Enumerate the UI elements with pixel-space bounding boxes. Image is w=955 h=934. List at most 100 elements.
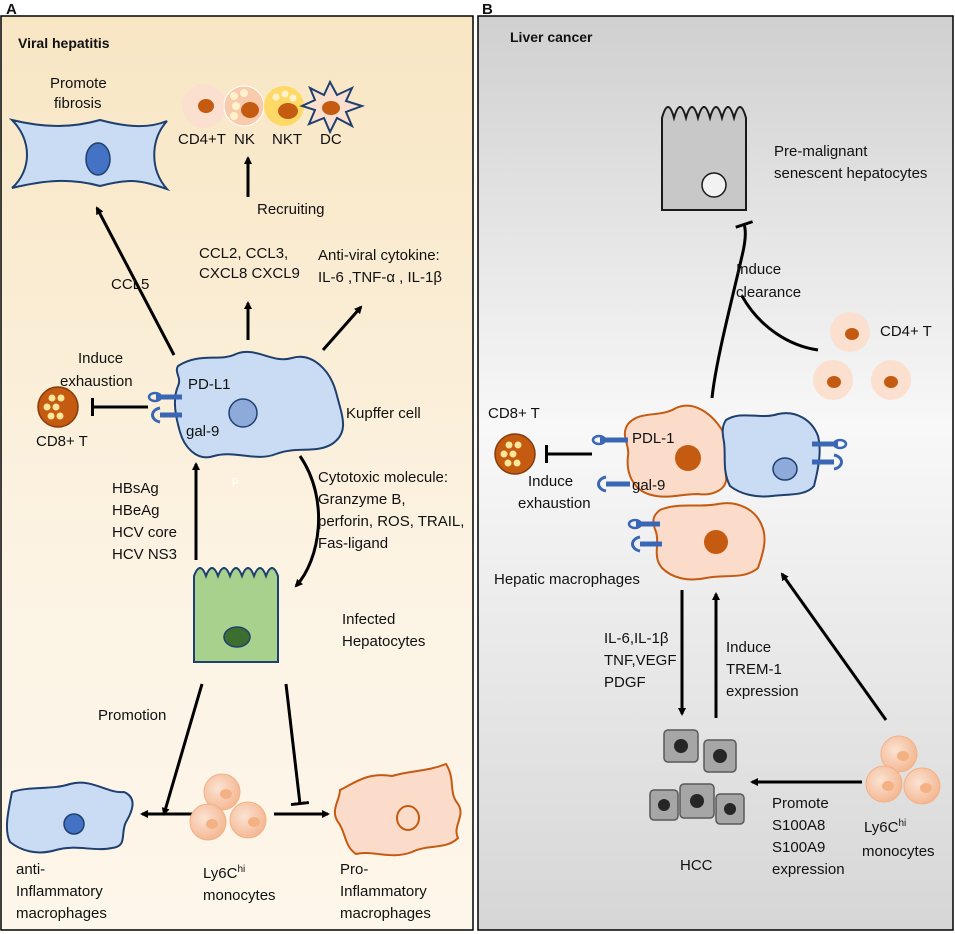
trem-label-1: Induce	[726, 639, 771, 656]
pdl1-receptor-icon	[147, 391, 182, 403]
panel-b: B Liver cancer Pre-malignant senescent h…	[477, 1, 954, 931]
promote-label-2: S100A8	[772, 817, 825, 834]
panel-a-letter: A	[6, 1, 17, 18]
antiviral-label-2: IL-6 ,TNF-α , IL-1β	[318, 269, 442, 286]
recruiting-label: Recruiting	[257, 201, 325, 218]
hcc-cells	[649, 729, 745, 825]
anti-mac-label-1: anti-	[16, 861, 45, 878]
pro-mac-label-1: Pro-	[340, 861, 368, 878]
ly6c-label-a: Ly6Chi	[203, 864, 245, 882]
induce-exhaustion-a-2: exhaustion	[60, 373, 133, 390]
cd4-t-cells-b	[813, 312, 911, 400]
chemokines-label-2: CXCL8 CXCL9	[199, 265, 300, 282]
promote-label-3: S100A9	[772, 839, 825, 856]
gal9-label: gal-9	[186, 423, 219, 440]
antigen-label-3: HCV core	[112, 524, 177, 541]
induce-exhaustion-b-1: Induce	[528, 473, 573, 490]
ly6c-monocytes-b	[865, 735, 941, 805]
immune-cells-group	[182, 79, 366, 135]
senescent-hepatocyte	[661, 106, 747, 211]
arrow-antiviral	[321, 305, 363, 351]
antiviral-label-1: Anti-viral cytokine:	[318, 247, 440, 264]
panel-a: A Viral hepatitis Promote fibrosis	[0, 1, 474, 931]
promote-label-1: Promote	[772, 795, 829, 812]
panel-b-letter: B	[482, 1, 493, 18]
ly6c-label-b: Ly6Chi	[864, 818, 906, 836]
panel-b-title: Liver cancer	[510, 29, 593, 45]
clearance-join-line	[740, 295, 819, 352]
pdl1-label-b: PDL-1	[632, 430, 675, 447]
cytokines-label-2: TNF,VEGF	[604, 652, 677, 669]
premalignant-label-2: senescent hepatocytes	[774, 165, 927, 182]
cd8t-label-b: CD8+ T	[488, 405, 540, 422]
nkt-cell	[264, 86, 304, 126]
pro-inflammatory-macrophage	[333, 762, 462, 857]
hcc-label: HCC	[680, 857, 713, 874]
infected-hepatocyte	[193, 567, 279, 663]
nk-cell	[223, 85, 265, 127]
kupffer-b-receptors-icon	[812, 438, 848, 471]
promote-fibrosis-label-1: Promote	[50, 75, 107, 92]
trem-label-3: expression	[726, 683, 799, 700]
infected-label-2: Hepatocytes	[342, 633, 425, 650]
induce-exhaustion-a-1: Induce	[78, 350, 123, 367]
cytotoxic-label-3: perforin, ROS, TRAIL,	[318, 513, 464, 530]
nk-label: NK	[234, 131, 255, 148]
ccl5-label: CCL5	[111, 276, 149, 293]
pdl1-label: PD-L1	[188, 376, 231, 393]
kupffer-cell	[173, 350, 345, 459]
antigen-label-2: HBeAg	[112, 502, 160, 519]
ly6c-monocytes-a	[189, 773, 267, 841]
induce-clearance-label-1: Induce	[736, 261, 781, 278]
pdl1-receptor-b-icon	[591, 434, 628, 446]
cytokines-label-1: IL-6,IL-1β	[604, 630, 669, 647]
inhibit-pro-mac	[284, 683, 310, 807]
clearance-inhibit-line	[710, 220, 754, 399]
promote-label-4: expression	[772, 861, 845, 878]
dc-label: DC	[320, 131, 342, 148]
promotion-label: Promotion	[98, 707, 166, 724]
kupffer-label: Kupffer cell	[346, 405, 421, 422]
hepatic-mac-receptors-icon	[627, 518, 662, 553]
anti-inflammatory-macrophage	[5, 781, 134, 854]
cytotoxic-label-2: Granzyme B,	[318, 491, 406, 508]
arrow-to-stellate	[95, 206, 176, 356]
kupffer-cell-b	[721, 412, 821, 498]
cd4t-label-b: CD4+ T	[880, 323, 932, 340]
cytotoxic-label-4: Fas-ligand	[318, 535, 388, 552]
nkt-label: NKT	[272, 131, 302, 148]
chemokines-label-1: CCL2, CCL3,	[199, 245, 288, 262]
hepatic-macrophage-pdl1	[623, 404, 728, 498]
trem-label-2: TREM-1	[726, 661, 782, 678]
anti-mac-label-3: macrophages	[16, 905, 107, 922]
arrow-promotion	[161, 683, 204, 816]
stray-p-label: p	[232, 475, 238, 487]
cytokines-label-3: PDGF	[604, 674, 646, 691]
cd4t-label: CD4+T	[178, 131, 226, 148]
cd8t-label-a: CD8+ T	[36, 433, 88, 450]
promote-fibrosis-label-2: fibrosis	[54, 95, 102, 112]
monocytes-label-b: monocytes	[862, 843, 935, 860]
hepatic-mac-label: Hepatic macrophages	[494, 571, 640, 588]
premalignant-label-1: Pre-malignant	[774, 143, 868, 160]
gal9-receptor-b-icon	[597, 475, 630, 493]
induce-clearance-label-2: clearance	[736, 284, 801, 301]
cd8-t-cell-b	[494, 433, 536, 475]
cytotoxic-label-1: Cytotoxic molecule:	[318, 469, 448, 486]
arrow-cytotoxic	[294, 455, 321, 588]
antigen-label-4: HCV NS3	[112, 546, 177, 563]
pro-mac-label-2: Inflammatory	[340, 883, 427, 900]
cd8-t-cell-a	[37, 386, 79, 428]
arrow-monocytes-to-mac	[780, 572, 888, 721]
induce-exhaustion-b-2: exhaustion	[518, 495, 591, 512]
antigen-label-1: HBsAg	[112, 480, 159, 497]
anti-mac-label-2: Inflammatory	[16, 883, 103, 900]
pro-mac-label-3: macrophages	[340, 905, 431, 922]
monocytes-label-a: monocytes	[203, 887, 276, 904]
stellate-cell	[8, 118, 171, 192]
dendritic-cell	[299, 79, 366, 135]
gal9-label-b: gal-9	[632, 477, 665, 494]
panel-a-title: Viral hepatitis	[18, 35, 110, 51]
hepatic-macrophage	[652, 502, 766, 581]
